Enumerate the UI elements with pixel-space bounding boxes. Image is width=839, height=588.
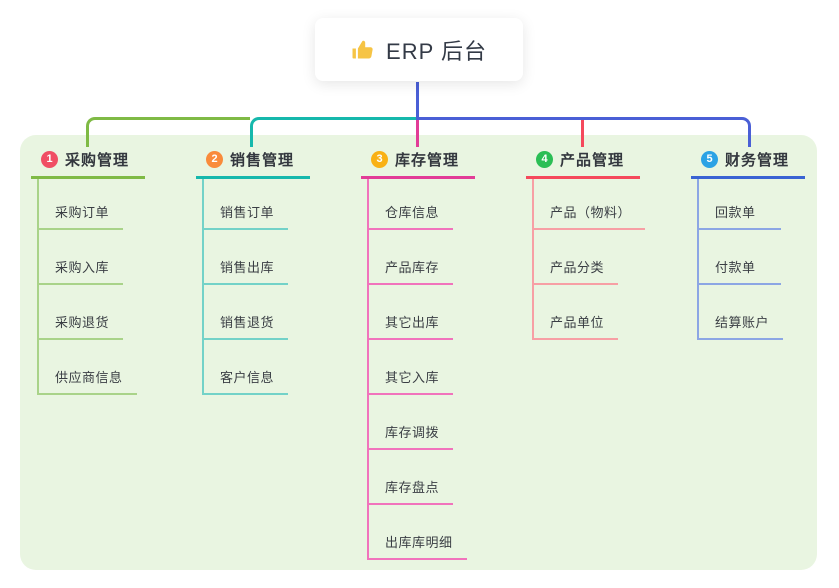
child-label: 结算账户 <box>715 315 770 330</box>
branch-title-node[interactable]: 2 销售管理 <box>196 148 310 179</box>
child-label: 回款单 <box>715 205 756 220</box>
branch-title-node[interactable]: 4 产品管理 <box>526 148 640 179</box>
branch-title-node[interactable]: 3 库存管理 <box>361 148 475 179</box>
thumbs-up-icon <box>351 38 375 62</box>
child-label: 产品（物料） <box>550 205 632 220</box>
child-label: 付款单 <box>715 260 756 275</box>
child-node[interactable]: 产品分类 <box>532 230 619 285</box>
child-node[interactable]: 其它入库 <box>367 340 454 395</box>
child-label: 销售退货 <box>220 315 275 330</box>
branch-title-label: 财务管理 <box>725 151 790 169</box>
branch-rail-line <box>37 179 39 395</box>
child-label: 其它出库 <box>385 315 440 330</box>
child-label: 供应商信息 <box>55 370 123 385</box>
child-label: 产品库存 <box>385 260 440 275</box>
child-label: 仓库信息 <box>385 205 440 220</box>
branch-number-badge: 5 <box>701 150 718 168</box>
branch-1-elbow-line <box>86 117 250 147</box>
branch-rail-line <box>202 179 204 395</box>
branch-4-drop-line <box>581 120 584 147</box>
child-node[interactable]: 回款单 <box>697 179 781 230</box>
branch-number-badge: 3 <box>371 150 388 168</box>
branch-children: 产品（物料） 产品分类 产品单位 <box>532 179 736 340</box>
child-node[interactable]: 结算账户 <box>697 285 784 340</box>
branch-number-badge: 1 <box>41 150 58 168</box>
branch-rail-line <box>697 179 699 340</box>
branch-title-node[interactable]: 5 财务管理 <box>691 148 805 179</box>
branch-title-label: 库存管理 <box>395 151 460 169</box>
branch-title-node[interactable]: 1 采购管理 <box>31 148 145 179</box>
child-node[interactable]: 采购订单 <box>37 179 124 230</box>
child-node[interactable]: 出库库明细 <box>367 505 467 560</box>
child-node[interactable]: 销售订单 <box>202 179 289 230</box>
child-node[interactable]: 产品（物料） <box>532 179 646 230</box>
child-label: 产品单位 <box>550 315 605 330</box>
branch-children: 回款单 付款单 结算账户 <box>697 179 839 340</box>
branch-rail-line <box>532 179 534 340</box>
child-node[interactable]: 客户信息 <box>202 340 289 395</box>
branch-财务管理: 5 财务管理 回款单 付款单 结算账户 <box>691 148 839 340</box>
child-node[interactable]: 仓库信息 <box>367 179 454 230</box>
child-node[interactable]: 销售出库 <box>202 230 289 285</box>
child-label: 销售出库 <box>220 260 275 275</box>
child-label: 产品分类 <box>550 260 605 275</box>
branch-children: 仓库信息 产品库存 其它出库 其它入库 库存调拨 库存盘点 出库库明细 <box>367 179 571 560</box>
child-label: 采购退货 <box>55 315 110 330</box>
child-label: 库存调拨 <box>385 425 440 440</box>
child-node[interactable]: 供应商信息 <box>37 340 137 395</box>
child-node[interactable]: 付款单 <box>697 230 781 285</box>
branch-采购管理: 1 采购管理 采购订单 采购入库 采购退货 供应商信息 <box>31 148 241 395</box>
child-node[interactable]: 库存盘点 <box>367 450 454 505</box>
branch-库存管理: 3 库存管理 仓库信息 产品库存 其它出库 其它入库 库存调拨 库存盘点 出库库… <box>361 148 571 560</box>
child-label: 其它入库 <box>385 370 440 385</box>
root-title: ERP 后台 <box>386 38 487 64</box>
child-label: 采购订单 <box>55 205 110 220</box>
branch-number-badge: 2 <box>206 150 223 168</box>
child-node[interactable]: 采购退货 <box>37 285 124 340</box>
branch-title-label: 销售管理 <box>230 151 295 169</box>
branch-产品管理: 4 产品管理 产品（物料） 产品分类 产品单位 <box>526 148 736 340</box>
branch-children: 采购订单 采购入库 采购退货 供应商信息 <box>37 179 241 395</box>
branch-3-drop-line <box>416 120 419 147</box>
child-node[interactable]: 采购入库 <box>37 230 124 285</box>
mindmap-panel <box>20 135 817 570</box>
branch-rail-line <box>367 179 369 560</box>
child-label: 采购入库 <box>55 260 110 275</box>
root-drop-line <box>416 82 419 118</box>
child-node[interactable]: 销售退货 <box>202 285 289 340</box>
branch-children: 销售订单 销售出库 销售退货 客户信息 <box>202 179 406 395</box>
root-node[interactable]: ERP 后台 <box>315 18 523 81</box>
branch-5-elbow-line <box>416 117 751 147</box>
child-label: 库存盘点 <box>385 480 440 495</box>
child-label: 销售订单 <box>220 205 275 220</box>
branch-2-elbow-line <box>250 117 416 147</box>
branch-销售管理: 2 销售管理 销售订单 销售出库 销售退货 客户信息 <box>196 148 406 395</box>
branch-number-badge: 4 <box>536 150 553 168</box>
branch-title-label: 采购管理 <box>65 151 130 169</box>
child-node[interactable]: 产品库存 <box>367 230 454 285</box>
child-node[interactable]: 产品单位 <box>532 285 619 340</box>
child-label: 客户信息 <box>220 370 275 385</box>
child-node[interactable]: 库存调拨 <box>367 395 454 450</box>
child-label: 出库库明细 <box>385 535 453 550</box>
child-node[interactable]: 其它出库 <box>367 285 454 340</box>
branch-title-label: 产品管理 <box>560 151 625 169</box>
